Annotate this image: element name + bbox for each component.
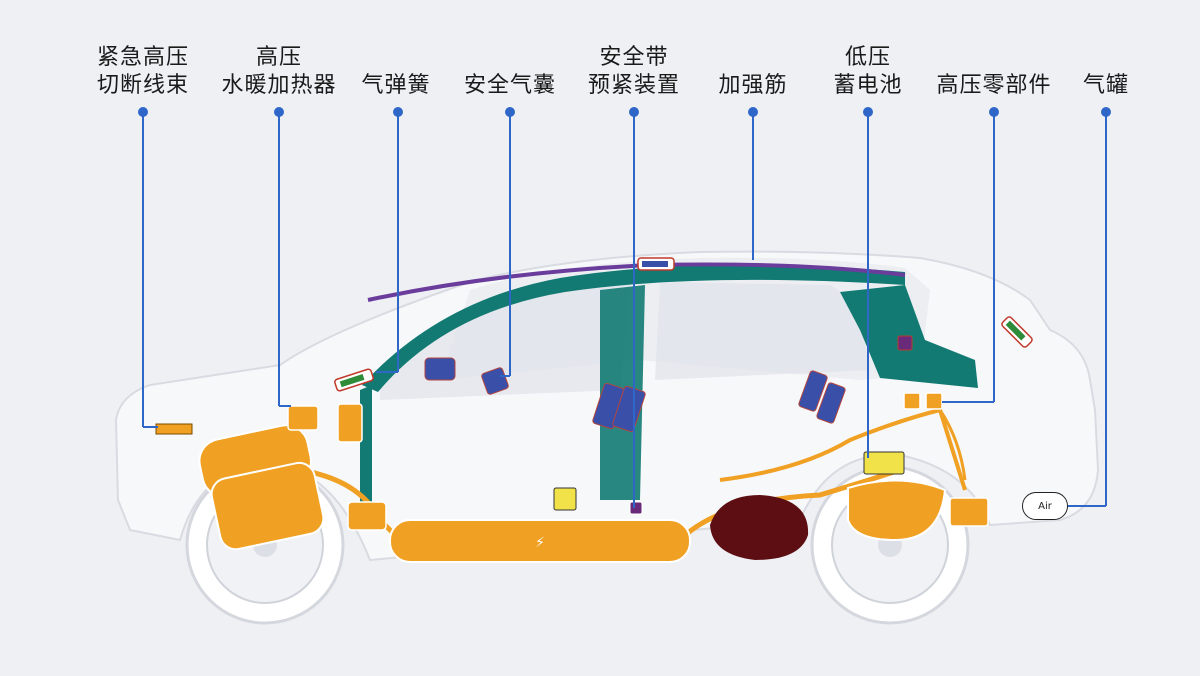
seatbelt-pretensioner (553, 257, 913, 515)
label-reinforcement-rib: 加强筋 (718, 73, 788, 98)
label-hv-components: 高压零部件 (936, 73, 1052, 98)
fuel-tank (710, 495, 809, 560)
air-tank-badge: Air (1022, 492, 1068, 520)
hv-component-a (903, 392, 921, 410)
hv-battery-pack (389, 519, 691, 563)
label-hv-cutoff: 紧急高压 切断线束 (96, 45, 190, 98)
label-seatbelt-pretensioner: 安全带 预紧装置 (587, 45, 681, 98)
label-gas-spring: 气弹簧 (361, 73, 431, 98)
gas-springs (334, 316, 1033, 392)
svg-text:⚡: ⚡ (535, 535, 545, 551)
lv-battery (863, 451, 905, 475)
hv-water-heater (287, 405, 319, 431)
hv-cutoff-tag (155, 423, 193, 435)
label-airbag: 安全气囊 (463, 73, 557, 98)
airbags (424, 357, 846, 433)
leader-lines (138, 107, 1111, 508)
label-lv-battery: 低压 蓄电池 (833, 45, 903, 98)
label-gas-tank: 气罐 (1082, 73, 1130, 98)
hv-component-b (925, 392, 943, 410)
label-hv-water-heater: 高压 水暖加热器 (221, 45, 337, 98)
